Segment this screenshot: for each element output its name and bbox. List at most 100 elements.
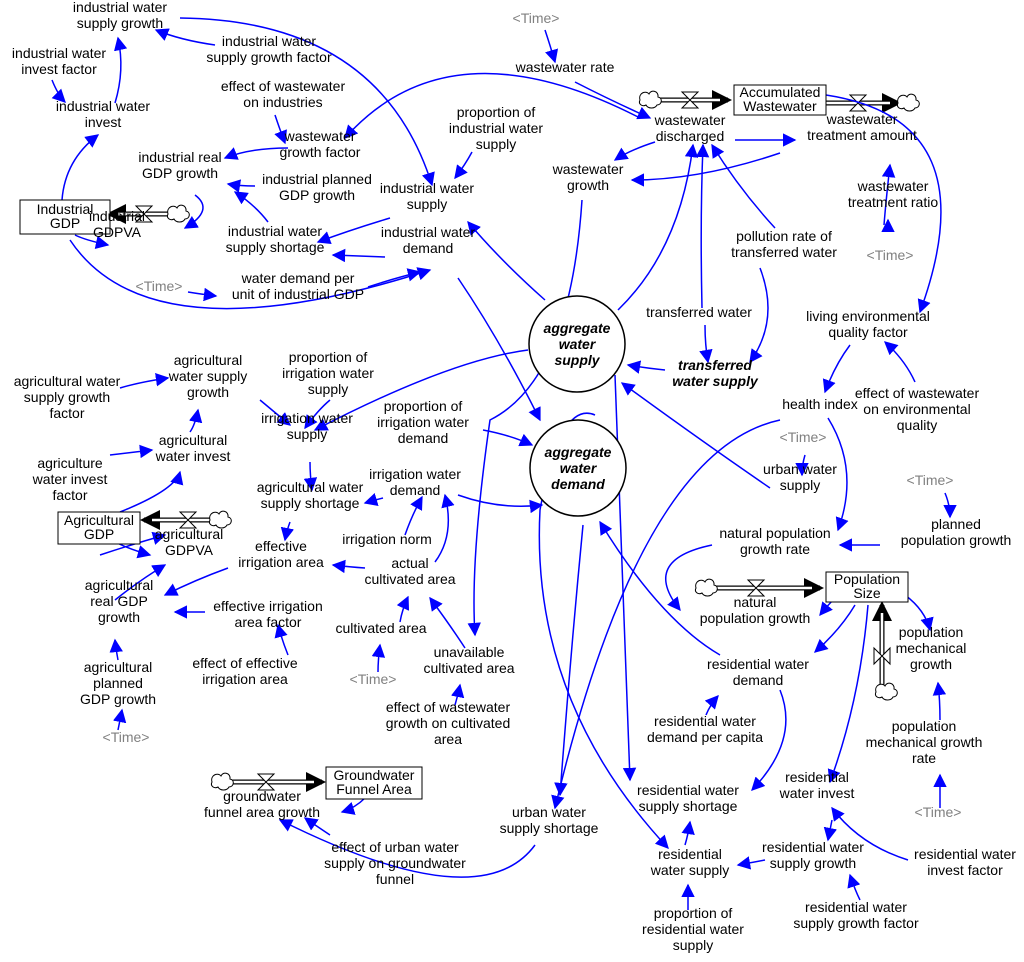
node-time8: <Time> — [915, 804, 962, 820]
link — [119, 373, 170, 389]
link — [482, 429, 534, 447]
link — [827, 604, 869, 784]
link — [751, 689, 787, 791]
node-label: <Time> — [513, 10, 560, 26]
link — [179, 17, 435, 187]
link — [574, 81, 652, 120]
valve-icon — [256, 773, 276, 791]
link — [113, 36, 128, 104]
link — [736, 856, 766, 870]
link — [614, 374, 637, 782]
link — [396, 595, 410, 623]
link — [163, 567, 229, 596]
valve-icon — [746, 579, 766, 597]
link — [363, 493, 384, 506]
node-health-index: health index — [782, 396, 858, 412]
link — [304, 399, 331, 430]
valve-icon — [873, 646, 891, 666]
link — [119, 470, 184, 513]
cloud-icon — [167, 204, 190, 223]
node-time1: <Time> — [136, 278, 183, 294]
link — [69, 239, 432, 310]
cloud-icon — [875, 682, 898, 701]
link — [371, 643, 386, 673]
flow-natural-population-growth — [695, 578, 824, 598]
link — [51, 79, 66, 103]
link — [109, 444, 154, 459]
flow-industrial-gdpva — [106, 204, 190, 224]
node-label: <Time> — [350, 671, 397, 687]
link — [823, 819, 838, 842]
flow-wastewater-discharged — [639, 90, 732, 110]
link — [280, 521, 295, 542]
link — [881, 218, 895, 233]
flow-agricultural-gdpva — [140, 510, 232, 530]
link — [599, 520, 721, 656]
cloud-icon — [695, 578, 718, 597]
link — [188, 408, 203, 433]
cloud-icon — [209, 510, 232, 529]
link — [749, 267, 769, 364]
node-label: <Time> — [907, 472, 954, 488]
link — [223, 147, 289, 160]
link — [932, 681, 947, 721]
node-time3: <Time> — [867, 247, 914, 263]
link — [711, 143, 776, 229]
link — [630, 152, 781, 187]
link — [664, 544, 713, 612]
link — [331, 248, 386, 263]
link — [681, 820, 695, 846]
link — [450, 683, 465, 706]
